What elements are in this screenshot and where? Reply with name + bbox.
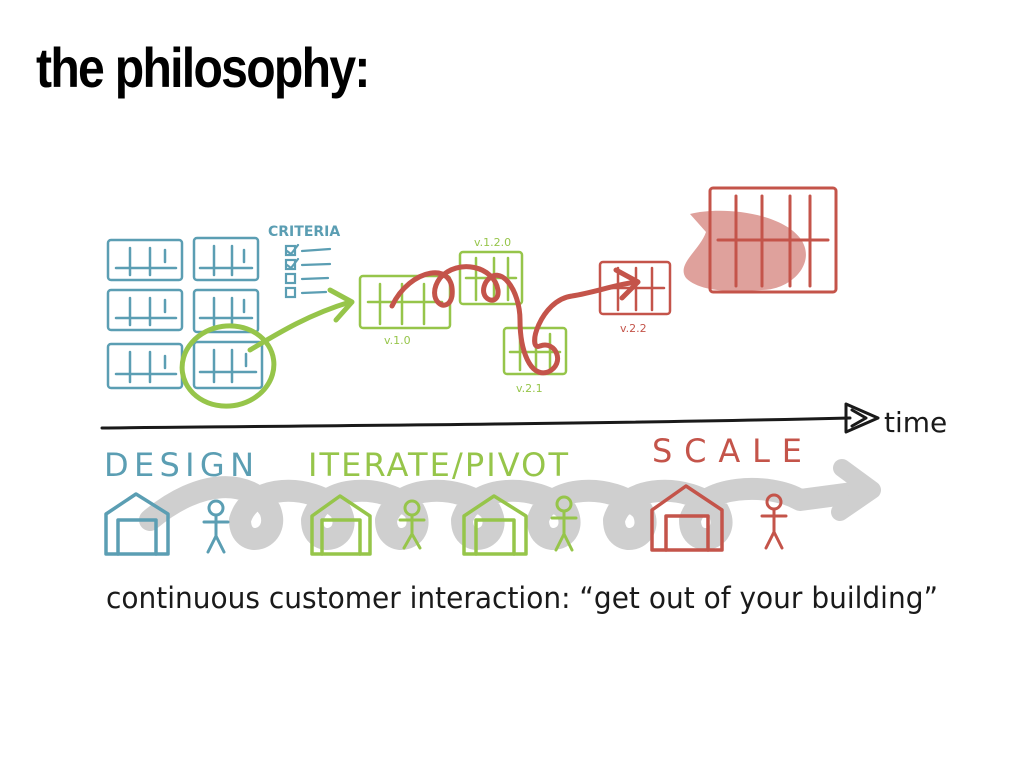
version-label-2: v.1.2.0 <box>474 236 511 249</box>
design-person-icon <box>202 499 230 554</box>
iterate-house-icon-2 <box>462 494 528 556</box>
criteria-checklist-icon <box>284 243 332 299</box>
design-house-icon <box>104 492 170 556</box>
scale-house-icon <box>650 484 724 552</box>
scale-sketch-card-large <box>708 186 838 294</box>
time-axis <box>100 402 880 434</box>
scale-person-icon <box>760 493 788 550</box>
iterate-person-icon-2 <box>550 495 578 552</box>
design-sketch-cards <box>106 236 264 390</box>
slide-title: the philosophy: <box>36 36 370 99</box>
phase-label-scale: SCALE <box>652 432 802 470</box>
scale-highlight <box>683 210 806 291</box>
version-label-4: v.2.2 <box>620 322 647 335</box>
phase-label-iterate: ITERATE/PIVOT <box>308 446 568 484</box>
version-label-3: v.2.1 <box>516 382 543 395</box>
version-label-1: v.1.0 <box>384 334 411 347</box>
diagram-caption: continuous customer interaction: “get ou… <box>106 581 938 615</box>
time-axis-label: time <box>884 406 947 439</box>
selection-arrow <box>179 287 355 409</box>
customer-loop-arrow <box>139 459 881 550</box>
iterate-house-icon-1 <box>310 494 372 556</box>
pivot-loop-arrow <box>389 264 641 376</box>
criteria-label: CRITERIA <box>268 224 340 240</box>
iterate-sketch-cards <box>358 250 568 376</box>
phase-label-design: DESIGN <box>104 446 254 484</box>
iterate-person-icon-1 <box>398 499 426 550</box>
scale-sketch-card-small <box>598 260 672 316</box>
